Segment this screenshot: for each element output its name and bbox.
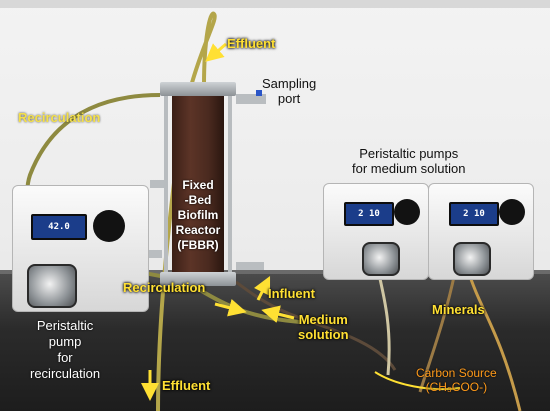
recirculation-pump: 42.0 [12,185,149,312]
pump-keypad [499,199,525,225]
reactor-label-line: Reactor [175,223,221,237]
pump-recirc-line: pump [48,334,82,349]
reactor-top-cap [160,82,236,96]
reactor-label: Fixed -Bed Biofilm Reactor (FBBR) [170,178,226,253]
pump-keypad [394,199,420,225]
reactor-label-line: (FBBR) [177,238,219,252]
medium-pump-2: 2 10 [428,183,534,280]
fbbr-column [172,92,224,277]
influent-arrow [253,275,271,301]
pump-head [362,242,400,276]
display-value: 2 10 [358,209,380,219]
effluent-top-label: Effluent [227,36,276,51]
reactor-label-line: -Bed [184,193,212,207]
carbon-highlight [374,371,461,391]
pump-keypad [93,210,125,242]
influent-tube [235,280,397,371]
wall-shelf [0,0,550,8]
display-value: 42.0 [48,222,70,232]
minerals-label: Minerals [432,302,485,317]
display-value: 2 10 [463,209,485,219]
reactor-rod-left [164,92,168,277]
pump-recirc-line: for [57,350,73,365]
sampling-port-valve [236,94,266,104]
reactor-label-line: Biofilm [177,208,219,222]
medium-pumps-line: Peristaltic pumps [359,146,459,161]
pump-recirc-line: recirculation [30,366,101,381]
medium-solution-line: solution [298,327,349,342]
carbon-source-line: Carbon Source [416,366,497,380]
pump-head [453,242,491,276]
recirculation-pump-display: 42.0 [31,214,87,240]
recirculation-left-label: Recirculation [18,110,101,125]
medium-pumps-line: for medium solution [352,161,466,176]
pump-head [27,264,77,308]
bench-edge [0,270,550,276]
recirculation-arrow [214,299,247,317]
sampling-port-label: Sampling port [262,76,316,106]
carbon-source-label: Carbon Source (CH₃COO-) [416,366,497,394]
medium-pump-2-display: 2 10 [449,202,499,226]
reactor-rod-right [228,92,232,277]
recirculation-bottom-label: Recirculation [123,280,206,295]
recirculation-pump-label: Peristaltic pump for recirculation [30,318,100,382]
carbon-source-line: (CH₃COO-) [425,380,488,394]
reactor-label-line: Fixed [182,178,214,192]
medium-solution-arrow [261,305,295,323]
sampling-port-line: port [277,91,301,106]
medium-pumps-label: Peristaltic pumps for medium solution [352,146,465,176]
medium-solution-line: Medium [298,312,348,327]
medium-pump-1-display: 2 10 [344,202,394,226]
carbon-tube [466,269,522,411]
influent-label: Influent [268,286,315,301]
effluent-top-arrow [205,42,227,62]
reactor-bottom-cap [160,272,236,286]
effluent-bottom-label: Effluent [162,378,211,393]
carbon-tube-2 [418,271,457,393]
medium-pump-1: 2 10 [323,183,429,280]
pump-recirc-line: Peristaltic [36,318,94,333]
sampling-port-line: Sampling [262,76,317,91]
medium-solution-label: Medium solution [298,312,349,342]
